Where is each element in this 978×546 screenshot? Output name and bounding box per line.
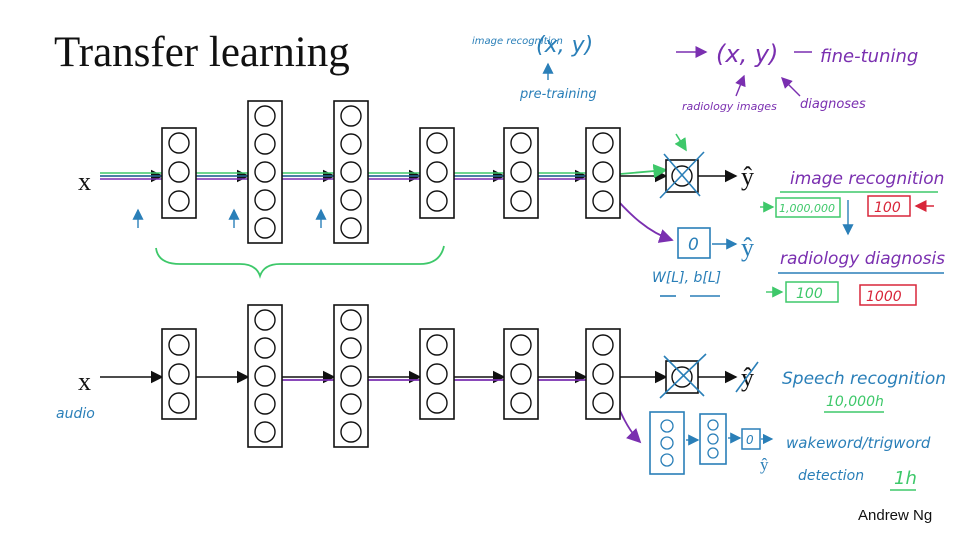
wakeword-line2: detection bbox=[798, 468, 864, 484]
radiology-count-big: 1000 bbox=[866, 289, 902, 305]
author-credit: Andrew Ng bbox=[858, 507, 933, 524]
diagnoses-label: diagnoses bbox=[800, 97, 866, 112]
wakeword-hours: 1h bbox=[894, 468, 917, 489]
finetune-pair: (x, y) bbox=[716, 40, 778, 68]
count-box bbox=[775, 197, 841, 218]
cross-line bbox=[663, 153, 701, 197]
image-recognition-label: image recognition bbox=[790, 169, 944, 189]
new-output-box bbox=[741, 428, 761, 450]
top-layer-3 bbox=[333, 100, 369, 244]
bottom-new-layers: 0 bbox=[649, 411, 774, 475]
neuron bbox=[254, 217, 276, 239]
pretrain-pair: (x, y) bbox=[536, 33, 593, 58]
pretrain-label: pre-training bbox=[519, 87, 597, 102]
annotations: (x, y) image recognition pre-training (x… bbox=[472, 33, 946, 491]
top-input-label: x bbox=[78, 167, 91, 196]
wakeword-line1: wakeword/trigword bbox=[786, 434, 931, 452]
new-output-node-label: 0 bbox=[688, 235, 699, 255]
new-layer-2 bbox=[699, 413, 727, 465]
neuron bbox=[426, 161, 448, 183]
bottom-layer-6 bbox=[585, 328, 621, 420]
cross-line bbox=[663, 355, 705, 397]
top-new-output-node: 0 bbox=[677, 227, 738, 259]
neuron bbox=[426, 190, 448, 212]
new-params-label: W[L], b[L] bbox=[652, 270, 721, 286]
bottom-output-node-crossed bbox=[659, 353, 707, 399]
neuron bbox=[510, 132, 532, 154]
top-layer-5 bbox=[503, 127, 539, 219]
bottom-new-output-label: ŷ bbox=[760, 455, 769, 474]
top-network: x bbox=[78, 100, 754, 297]
diagnoses-arrow bbox=[781, 77, 801, 97]
image-recognition-small: 100 bbox=[874, 200, 901, 216]
neuron bbox=[510, 190, 532, 212]
radiology-diagnosis-label: radiology diagnosis bbox=[780, 249, 945, 269]
bottom-input-note: audio bbox=[56, 406, 95, 422]
image-recognition-count: 1,000,000 bbox=[779, 202, 835, 215]
neuron bbox=[168, 132, 190, 154]
top-new-output-label: ŷ bbox=[741, 233, 754, 262]
radiology-big-box bbox=[859, 284, 917, 306]
neuron bbox=[340, 133, 362, 155]
radiology-arrow bbox=[674, 133, 687, 152]
green-brace bbox=[155, 245, 445, 279]
finetune-label: fine-tuning bbox=[820, 46, 918, 67]
neuron bbox=[592, 132, 614, 154]
yhat-cross bbox=[735, 361, 759, 393]
top-layer-2 bbox=[247, 100, 283, 244]
top-output-label: ŷ bbox=[741, 162, 754, 191]
bottom-layer-5 bbox=[503, 328, 539, 420]
speech-recognition-label: Speech recognition bbox=[782, 369, 946, 389]
bottom-layer-4 bbox=[419, 328, 455, 420]
small-count-box bbox=[867, 195, 911, 217]
neuron bbox=[168, 161, 190, 183]
neuron bbox=[254, 189, 276, 211]
top-layer-6 bbox=[585, 127, 621, 219]
new-layer-1 bbox=[649, 411, 685, 475]
neuron bbox=[426, 132, 448, 154]
bottom-new-output-node: 0 bbox=[746, 433, 754, 447]
radiology-images-label: radiology images bbox=[682, 100, 777, 113]
neuron bbox=[592, 190, 614, 212]
top-output-node-crossed bbox=[659, 133, 705, 199]
neuron bbox=[340, 189, 362, 211]
neuron bbox=[340, 217, 362, 239]
radiology-count-box bbox=[785, 281, 839, 303]
neuron bbox=[254, 161, 276, 183]
neuron bbox=[510, 161, 532, 183]
radiology-count: 100 bbox=[796, 286, 823, 302]
slide-title: Transfer learning bbox=[54, 29, 350, 76]
pretrain-pair-note: image recognition bbox=[472, 36, 563, 47]
top-layer-4 bbox=[419, 127, 455, 219]
speech-hours: 10,000h bbox=[826, 394, 884, 410]
bottom-layer-2 bbox=[247, 304, 283, 448]
bottom-layer-1 bbox=[161, 328, 197, 420]
radiology-images-arrow bbox=[735, 74, 746, 97]
neuron bbox=[254, 133, 276, 155]
top-layer-1 bbox=[161, 127, 197, 219]
neuron bbox=[340, 105, 362, 127]
neuron bbox=[254, 105, 276, 127]
neuron bbox=[168, 190, 190, 212]
bottom-input-label: x bbox=[78, 367, 91, 396]
bottom-network: x audio bbox=[56, 304, 774, 475]
bottom-layer-3 bbox=[333, 304, 369, 448]
top-green-to-output bbox=[619, 163, 668, 179]
neuron bbox=[592, 161, 614, 183]
neuron bbox=[340, 161, 362, 183]
